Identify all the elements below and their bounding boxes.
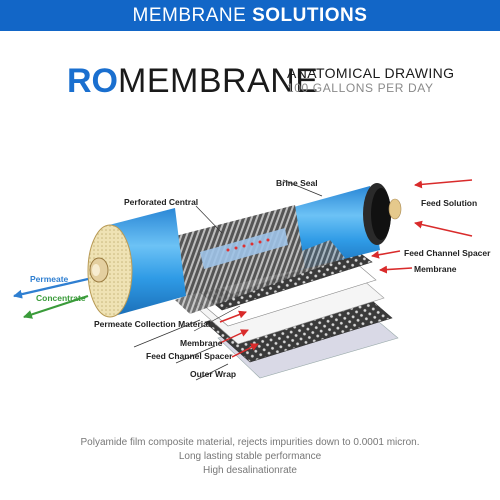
label-permeate: Permeate [30,274,69,284]
banner-title-part2: SOLUTIONS [246,5,368,26]
title-capacity: 100 GALLONS PER DAY [287,81,434,95]
label-concentrate: Concentrate [36,293,86,303]
cylinder-front [87,208,186,318]
spacer-left-arrow [231,343,259,358]
title-ro: RO [67,62,118,100]
membrane-left-arrow [219,329,249,344]
banner-title: MEMBRANE SOLUTIONS [0,0,500,31]
label-feed-channel-spacer-right: Feed Channel Spacer [404,248,491,258]
arrows-left [219,310,259,358]
concentrate-arrow [23,294,89,319]
label-permeate-collection: Permeate Collection Material [94,319,210,329]
title-anatomical-drawing: ANATOMICAL DRAWING [287,65,455,81]
label-brine-seal: Brine Seal [276,178,318,188]
banner-title-part1: MEMBRANE [132,5,247,26]
permeate-arrow [13,277,89,299]
label-feed-solution: Feed Solution [421,198,477,208]
collection-arrow [219,310,247,323]
membrane-arrow [379,265,413,274]
label-feed-channel-spacer-left: Feed Channel Spacer [146,351,233,361]
label-membrane-left: Membrane [180,338,223,348]
caption-line-1: Polyamide film composite material, rejec… [80,437,420,448]
feed-arrow-lower [414,220,473,237]
label-membrane-right: Membrane [414,264,457,274]
feed-end-core [388,198,402,220]
perforated-tube-holes [226,238,270,252]
label-outer-wrap: Outer Wrap [190,369,236,379]
cylinder-end-face [87,224,133,318]
title-membrane: MEMBRANE [118,62,319,100]
header-banner [0,0,500,31]
feed-arrow-upper [414,179,473,189]
caption-line-2: Long lasting stable performance [178,451,322,462]
label-perforated-central: Perforated Central [124,197,198,207]
caption-line-3: High desalinationrate [203,465,297,476]
pointer-lines [133,179,323,381]
arrows-right [371,179,473,274]
wound-membrane-core [160,205,345,314]
spacer-arrow [371,250,401,259]
